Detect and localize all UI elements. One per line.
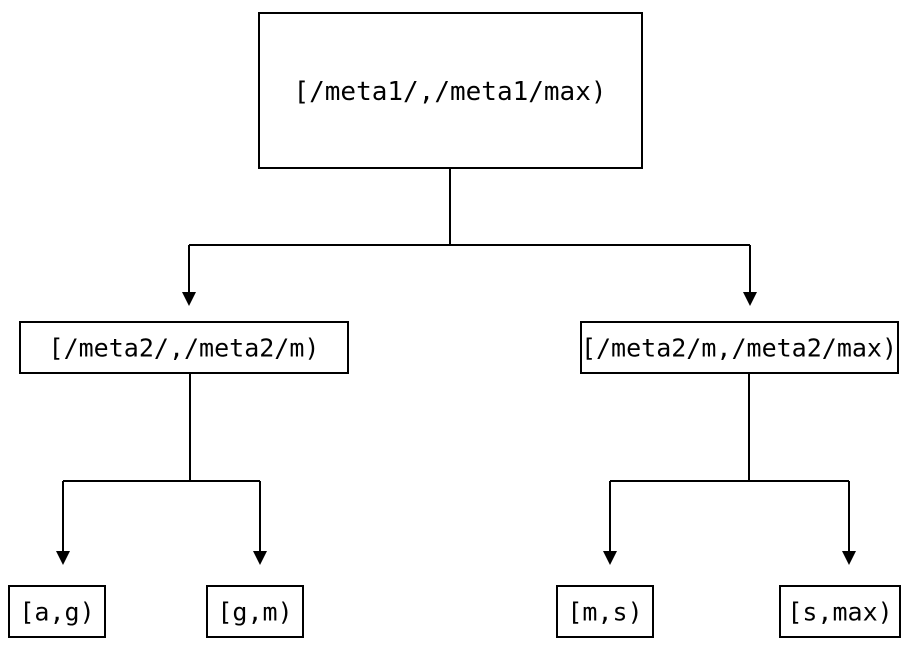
node-root[interactable]: [/meta1/,/meta1/max) (257, 11, 644, 170)
edge-group-root-to-mid (182, 168, 757, 306)
arrowhead-leaf4-icon (842, 551, 856, 565)
node-leaf-4-box[interactable] (778, 584, 902, 639)
arrowhead-mid-right-icon (743, 292, 757, 306)
node-leaf-1-label: [a,g) (19, 598, 94, 627)
node-leaf-3[interactable]: [m,s) (555, 584, 655, 639)
node-mid-right-label: [/meta2/m,/meta2/max) (581, 334, 897, 363)
edge-group-midright-to-leaves (603, 373, 856, 565)
node-leaf-4-label: [s,max) (787, 598, 892, 627)
node-mid-left[interactable]: [/meta2/,/meta2/m) (18, 320, 350, 375)
node-leaf-1-box[interactable] (7, 584, 107, 639)
node-root-label: [/meta1/,/meta1/max) (293, 77, 606, 107)
node-mid-right[interactable]: [/meta2/m,/meta2/max) (579, 320, 900, 375)
node-mid-left-label: [/meta2/,/meta2/m) (49, 334, 320, 363)
node-leaf-4[interactable]: [s,max) (778, 584, 902, 639)
edge-group-midleft-to-leaves (56, 373, 267, 565)
node-mid-left-box[interactable] (18, 320, 350, 375)
node-leaf-1[interactable]: [a,g) (7, 584, 107, 639)
arrowhead-leaf1-icon (56, 551, 70, 565)
node-root-box[interactable] (257, 11, 644, 170)
arrowhead-leaf3-icon (603, 551, 617, 565)
node-leaf-3-box[interactable] (555, 584, 655, 639)
arrowhead-leaf2-icon (253, 551, 267, 565)
node-mid-right-box[interactable] (579, 320, 900, 375)
node-leaf-2-label: [g,m) (217, 598, 292, 627)
node-leaf-2-box[interactable] (205, 584, 305, 639)
arrowhead-mid-left-icon (182, 292, 196, 306)
node-leaf-3-label: [m,s) (567, 598, 642, 627)
node-leaf-2[interactable]: [g,m) (205, 584, 305, 639)
